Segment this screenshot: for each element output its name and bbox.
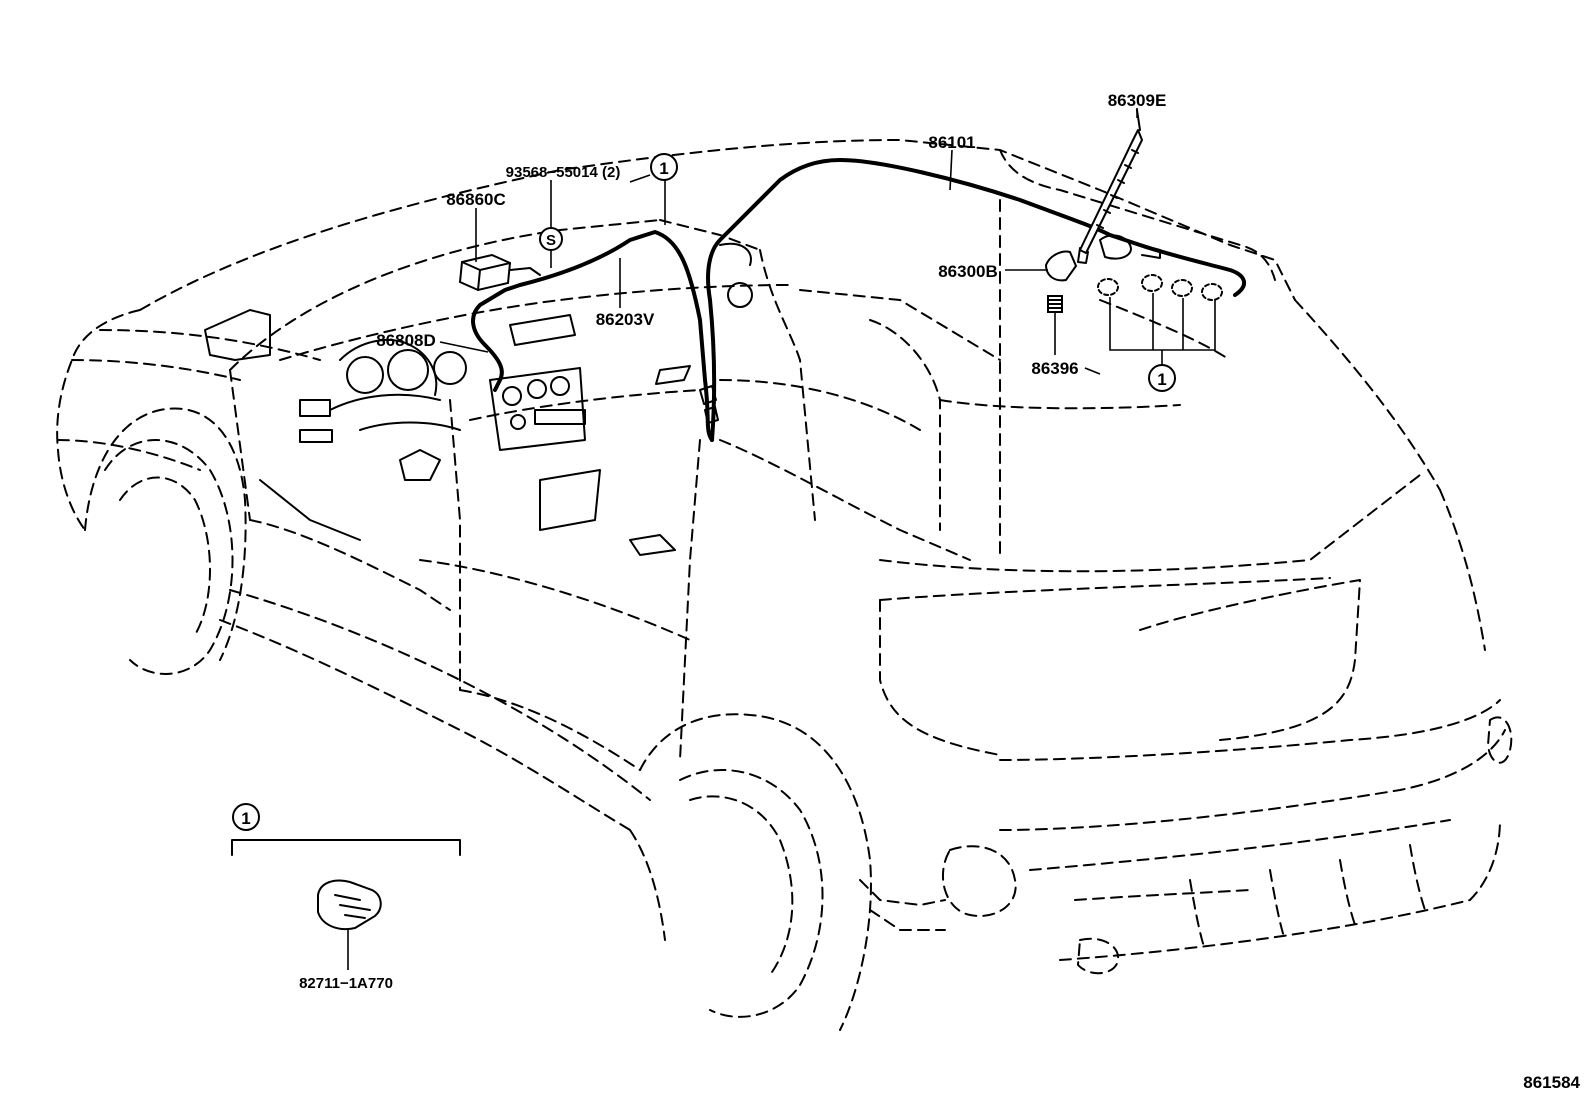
antenna-base-86300b — [1044, 234, 1161, 282]
vehicle-body-outline — [56, 139, 1513, 1031]
svg-text:1: 1 — [241, 809, 250, 828]
svg-text:1: 1 — [659, 159, 668, 178]
diagram-id: 861584 — [1523, 1073, 1580, 1092]
part-label-93568-55014: 93568−55014 (2) — [506, 164, 621, 181]
part-label-86808d: 86808D — [376, 331, 436, 350]
cable-86101 — [706, 158, 1246, 442]
cable-clips — [1097, 274, 1223, 301]
ref-marker-1-clips: 1 — [1148, 364, 1176, 392]
part-label-86203v: 86203V — [596, 310, 655, 329]
ref-marker-1-inset: 1 — [232, 803, 260, 831]
antenna-pole-86309e — [1077, 109, 1143, 264]
grommet-86396 — [1047, 295, 1063, 313]
inset-clip-82711 — [231, 839, 461, 970]
antenna-amplifier-86860c — [458, 253, 541, 292]
leader-lines — [439, 108, 1216, 375]
cable-86203v — [471, 230, 714, 442]
part-label-86309e: 86309E — [1108, 91, 1167, 110]
screw-marker: S — [539, 227, 563, 251]
part-label-86101: 86101 — [928, 133, 975, 152]
antenna-cable-harness — [471, 158, 1246, 442]
ref-marker-1-cable: 1 — [650, 153, 678, 181]
svg-text:1: 1 — [1157, 370, 1166, 389]
svg-text:S: S — [546, 232, 556, 249]
part-label-86860c: 86860C — [446, 190, 506, 209]
part-label-82711-1a770: 82711−1A770 — [299, 975, 393, 992]
part-label-86396: 86396 — [1031, 359, 1078, 378]
part-label-86300b: 86300B — [938, 262, 998, 281]
dashboard-details — [204, 242, 753, 556]
